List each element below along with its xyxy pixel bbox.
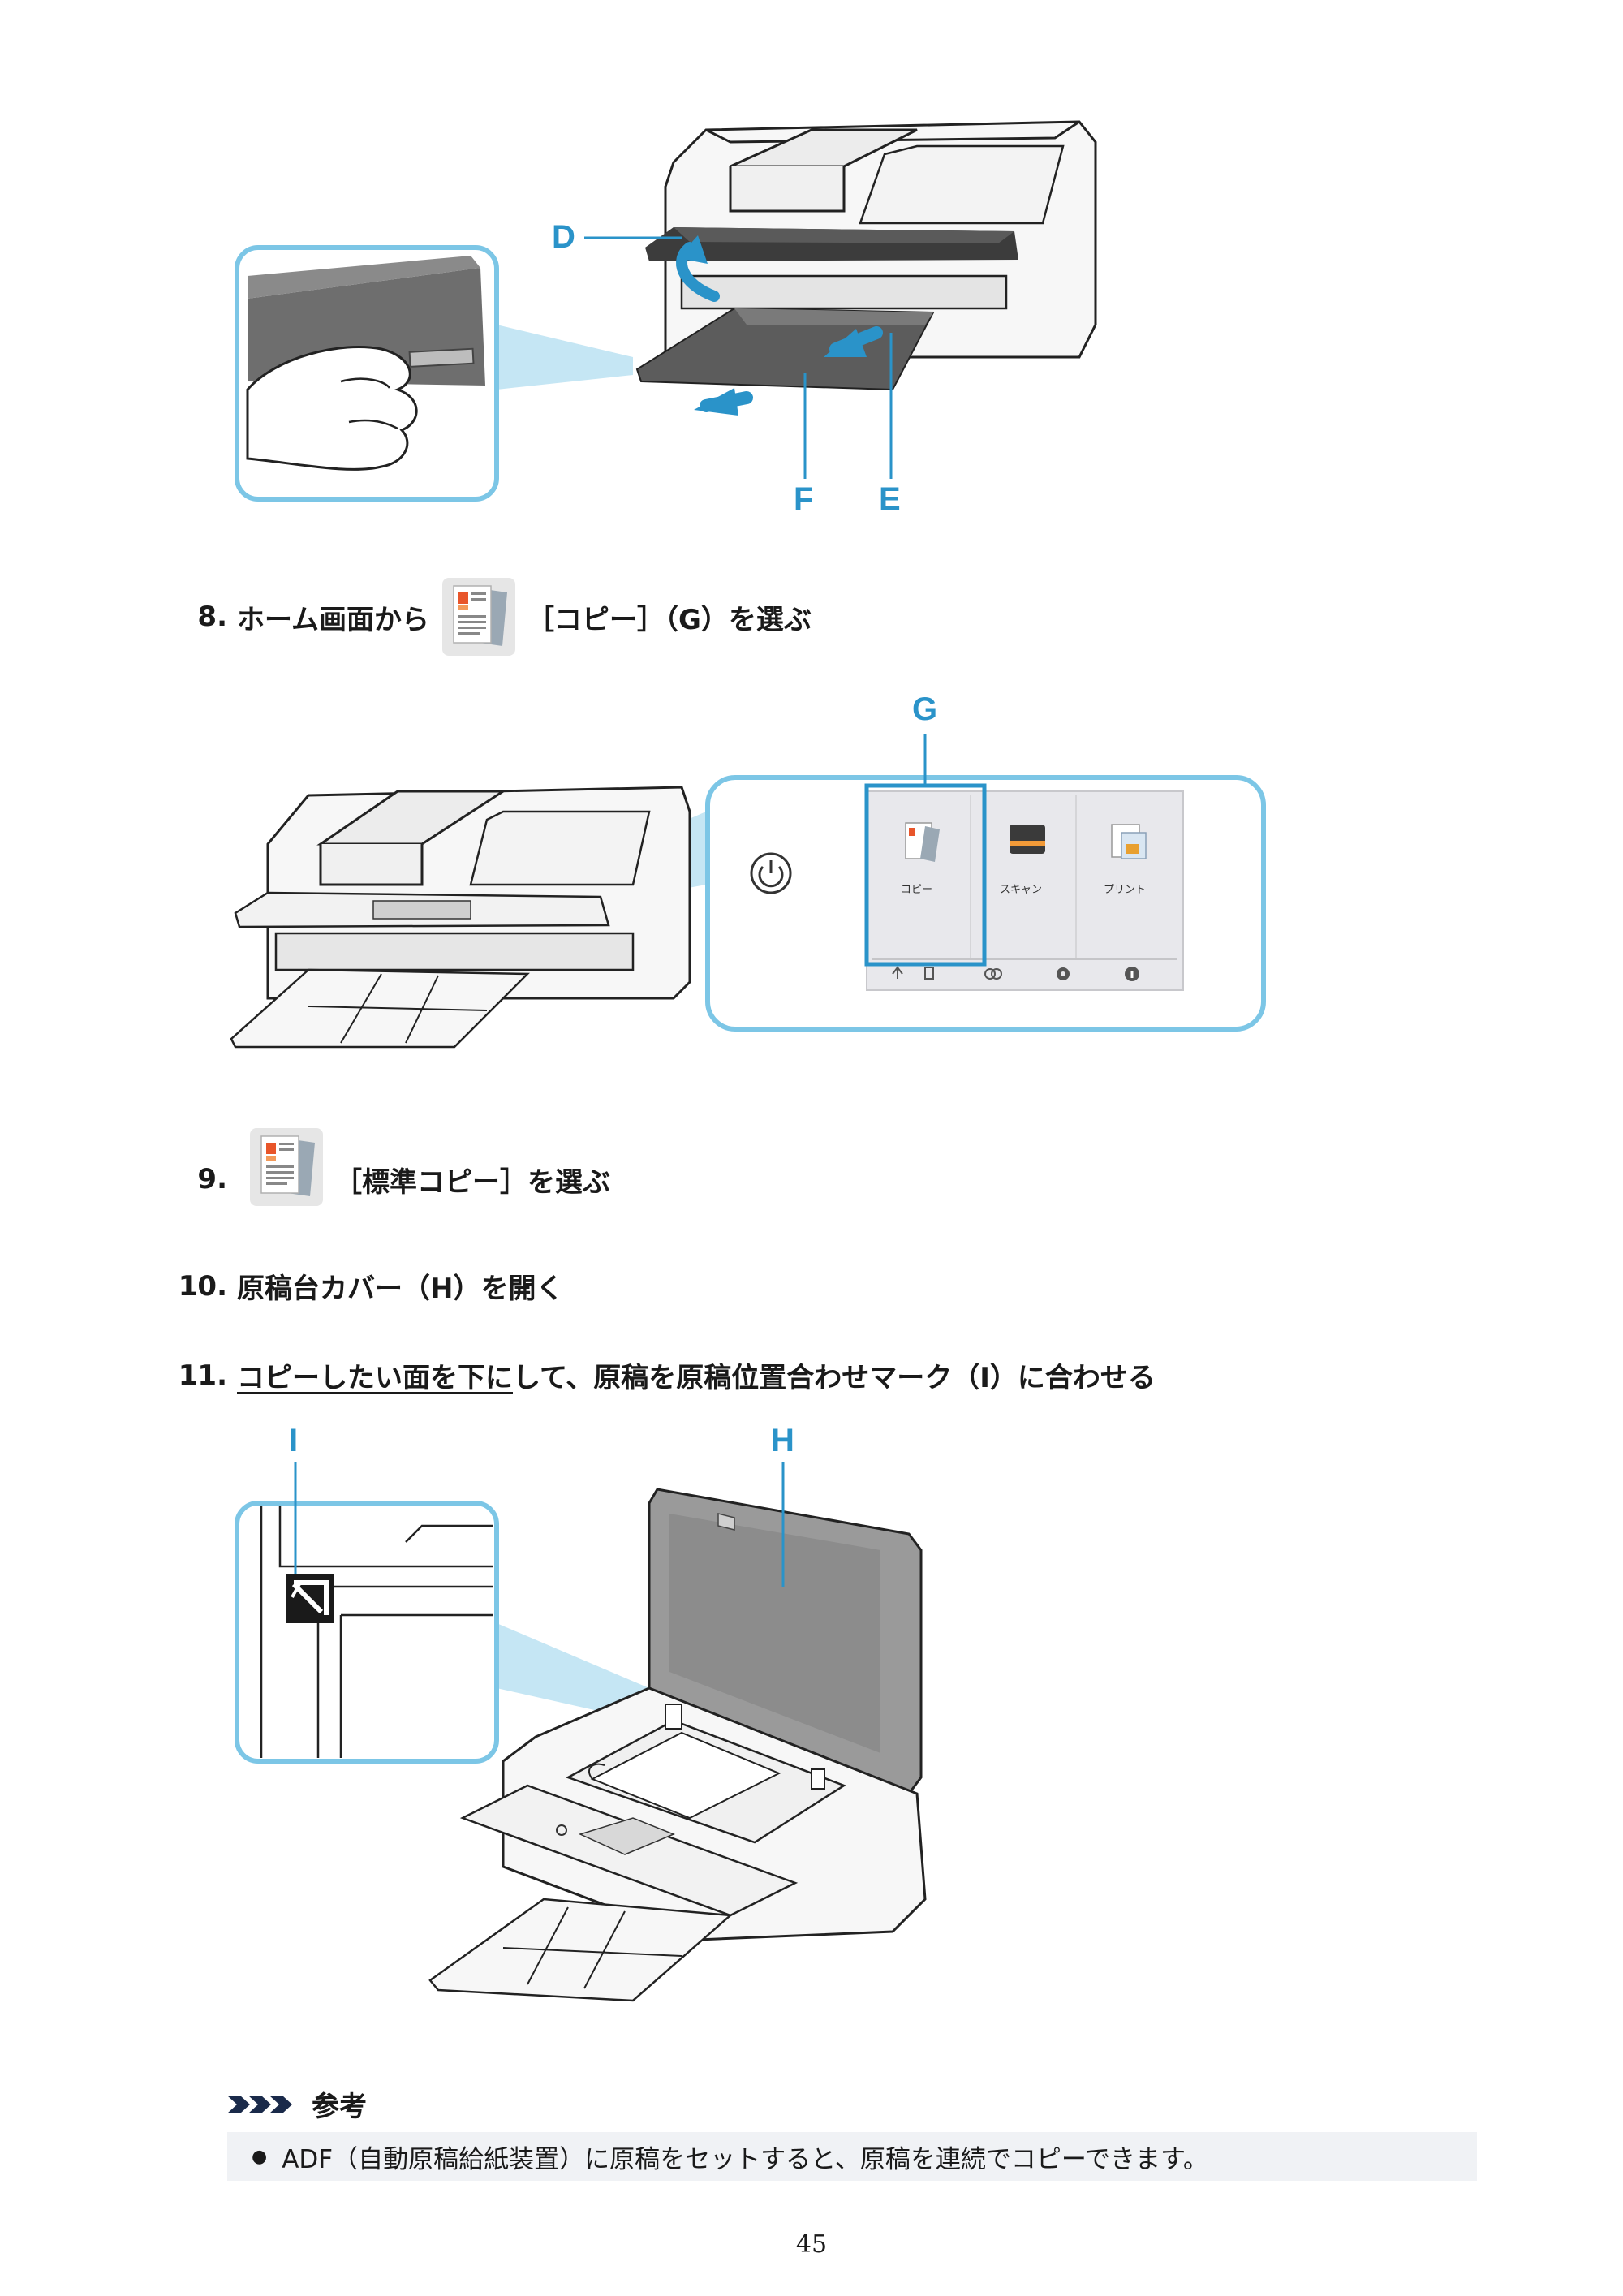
copy-icon <box>437 576 519 657</box>
note-item: ADF（自動原稿給紙装置）に原稿をセットすると、原稿を連続でコピーできます。 <box>282 2144 1208 2174</box>
panel-scan-label[interactable]: スキャン <box>1000 884 1042 896</box>
label-i: I <box>289 1423 298 1458</box>
step-10: 10. 原稿台カバー（H）を開く <box>162 1266 564 1306</box>
label-g: G <box>912 691 937 727</box>
link-icon <box>984 968 996 980</box>
step-number: 10. <box>178 1269 227 1303</box>
figure-platen-glass: I H <box>0 1412 1623 2061</box>
bullet-icon: ● <box>252 2146 268 2167</box>
panel-print-label[interactable]: プリント <box>1104 884 1146 896</box>
note-box: ● ADF（自動原稿給紙装置）に原稿をセットすると、原稿を連続でコピーできます。 <box>227 2132 1477 2181</box>
step-number: 11. <box>178 1359 227 1392</box>
step-8: 8. ホーム画面から ［コピー］（G）を選ぶ <box>162 576 812 657</box>
chevron-right-icon <box>227 2095 292 2113</box>
label-e: E <box>879 481 901 517</box>
step-number: 9. <box>197 1163 227 1195</box>
step-text: ホーム画面から <box>237 603 429 636</box>
step-11: 11. コピーしたい面を下に して、原稿を原稿位置合わせマーク（I）に合わせる <box>162 1355 1156 1395</box>
step-text: ［標準コピー］を選ぶ <box>334 1165 610 1199</box>
step-text: 原稿台カバー（H）を開く <box>237 1273 564 1305</box>
step-number: 8. <box>197 601 227 633</box>
standard-copy-icon <box>245 1126 326 1208</box>
figure-home-screen-illustration: コピー スキャン プリント G <box>230 691 1266 1049</box>
step-text-after: ［コピー］（G）を選ぶ <box>526 603 812 636</box>
note-header: 参考 <box>227 2084 367 2124</box>
step-text-emphasis: コピーしたい面を下に <box>237 1362 513 1394</box>
figure-paper-tray-illustration: D F E <box>235 120 1097 517</box>
label-h: H <box>771 1423 794 1458</box>
label-d: D <box>552 219 575 255</box>
note-title: 参考 <box>312 2091 367 2123</box>
page-number: 45 <box>795 2230 828 2259</box>
figure-home-screen: コピー スキャン プリント G <box>0 682 1623 1071</box>
step-text: して、原稿を原稿位置合わせマーク（I）に合わせる <box>513 1362 1156 1394</box>
panel-copy-label[interactable]: コピー <box>901 884 932 896</box>
device-icon <box>924 967 934 980</box>
figure-paper-tray: D F E <box>0 0 1623 536</box>
wireless-icon <box>892 966 903 979</box>
figure-platen-glass-illustration: I H <box>235 1423 927 2002</box>
label-f: F <box>794 481 813 517</box>
step-9: 9. ［標準コピー］を選ぶ <box>162 1128 610 1208</box>
